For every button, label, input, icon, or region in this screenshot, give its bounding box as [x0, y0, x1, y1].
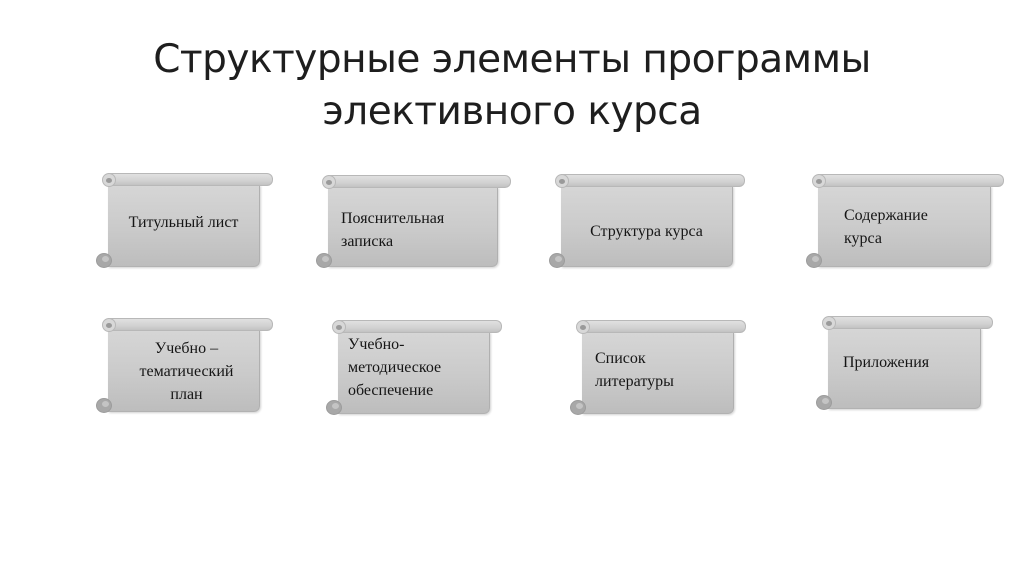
scroll-top-curl-icon [102, 318, 116, 332]
scroll-top-roll [338, 320, 502, 333]
scroll-label: Содержание курса [844, 207, 928, 247]
scroll-top-roll [818, 174, 1004, 187]
scroll-top-curl-icon [322, 175, 336, 189]
scroll-body [561, 186, 733, 267]
scroll-bottom-curl-icon [806, 253, 822, 268]
scroll-explanatory-note: Пояснительная записка [316, 175, 511, 268]
scroll-top-roll [582, 320, 746, 333]
scroll-top-curl-icon [812, 174, 826, 188]
slide-title: Структурные элементы программы элективно… [0, 34, 1024, 138]
scroll-top-roll [328, 175, 511, 188]
scroll-course-content: Содержание курса [806, 174, 1004, 268]
scroll-thematic-plan: Учебно – тематический план [96, 318, 273, 413]
scroll-top-curl-icon [576, 320, 590, 334]
scroll-label: Учебно- методическое обеспечение [348, 336, 442, 399]
slide-title-line-2: элективного курса [322, 89, 702, 134]
scroll-label: Титульный лист [128, 214, 239, 231]
scroll-body [818, 186, 991, 267]
scroll-body [328, 187, 498, 267]
scroll-literature-list: Список литературы [570, 320, 746, 415]
scroll-bottom-curl-icon [96, 398, 112, 413]
scroll-course-structure: Структура курса [549, 174, 745, 268]
scroll-label: Пояснительная записка [341, 210, 445, 250]
scroll-bottom-curl-icon [816, 395, 832, 410]
scroll-top-roll [108, 318, 273, 331]
scroll-methodical-support: Учебно- методическое обеспечение [326, 320, 502, 415]
scroll-top-roll [561, 174, 745, 187]
scroll-top-roll [828, 316, 993, 329]
scroll-bottom-curl-icon [549, 253, 565, 268]
scroll-top-curl-icon [332, 320, 346, 334]
scroll-body [582, 332, 734, 414]
scroll-bottom-curl-icon [316, 253, 332, 268]
scroll-label: Приложения [843, 354, 930, 371]
scroll-top-curl-icon [102, 173, 116, 187]
scroll-label: Структура курса [590, 223, 703, 240]
scroll-title-page: Титульный лист [96, 173, 273, 268]
scroll-top-roll [108, 173, 273, 186]
scroll-body [338, 332, 490, 414]
scroll-label: Список литературы [595, 350, 674, 390]
scroll-bottom-curl-icon [570, 400, 586, 415]
slide-title-line-1: Структурные элементы программы [153, 37, 871, 82]
scroll-appendices: Приложения [816, 316, 993, 410]
scroll-bottom-curl-icon [326, 400, 342, 415]
scroll-bottom-curl-icon [96, 253, 112, 268]
scroll-top-curl-icon [822, 316, 836, 330]
scroll-top-curl-icon [555, 174, 569, 188]
scroll-body [108, 185, 260, 267]
scroll-body [828, 328, 981, 409]
scroll-label: Учебно – тематический план [139, 340, 234, 403]
scroll-body [108, 330, 260, 412]
